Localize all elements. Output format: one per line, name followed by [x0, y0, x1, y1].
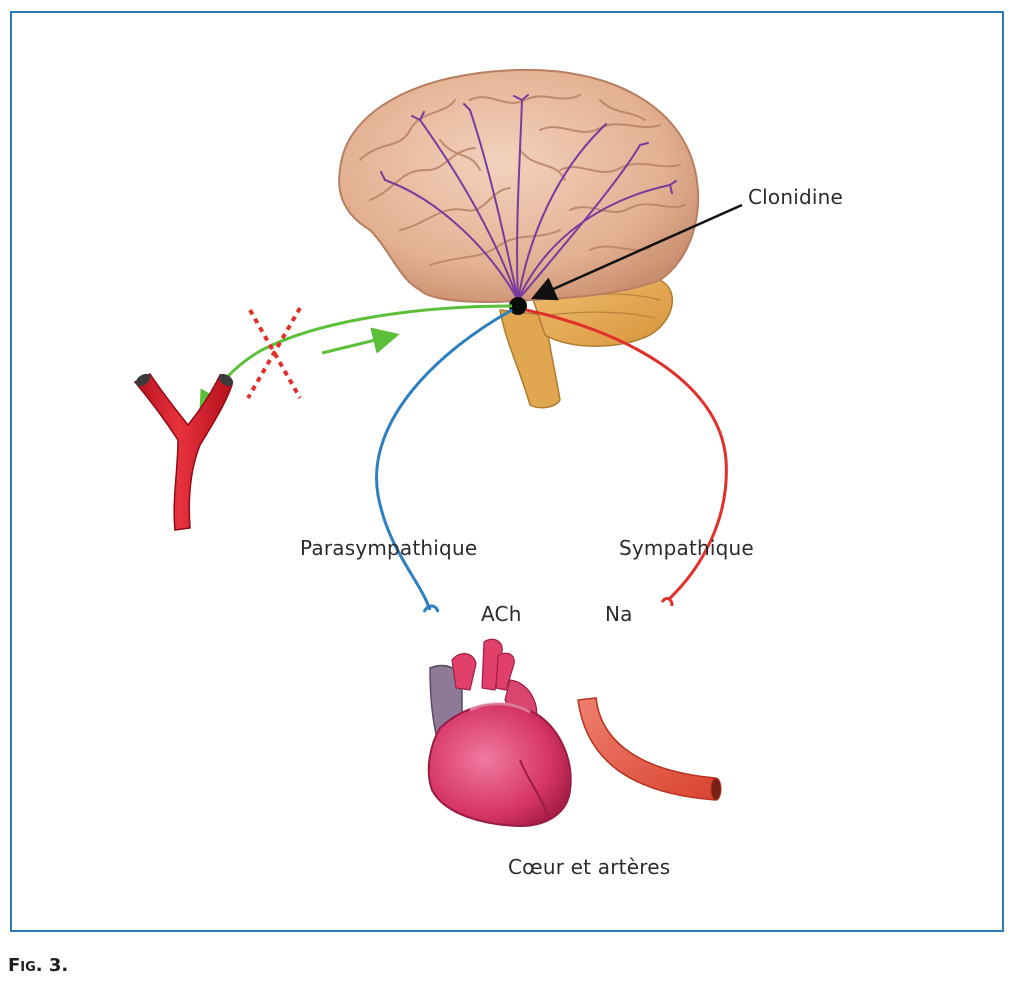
- ach-label: ACh: [481, 602, 522, 626]
- heart-arteries-label: Cœur et artères: [508, 855, 671, 879]
- parasympathetic-label: Parasympathique: [300, 536, 478, 560]
- clonidine-target-dot: [509, 297, 527, 315]
- na-label: Na: [605, 602, 633, 626]
- heart-icon: [427, 638, 572, 828]
- clonidine-label: Clonidine: [748, 185, 844, 209]
- artery-icon: [577, 697, 722, 801]
- clonidine-arrow: [530, 203, 743, 301]
- feedback-direction-arrow: [321, 327, 400, 355]
- parasympathetic-nerve: [375, 308, 513, 611]
- feedback-pathway: [199, 304, 513, 419]
- blood-vessel-icon: [133, 373, 234, 531]
- brain-icon: [338, 68, 699, 409]
- figure-caption: Fig. 3.: [8, 955, 69, 976]
- block-cross-icon: [246, 306, 302, 400]
- sympathetic-nerve: [525, 308, 728, 602]
- sympathetic-label: Sympathique: [619, 536, 754, 560]
